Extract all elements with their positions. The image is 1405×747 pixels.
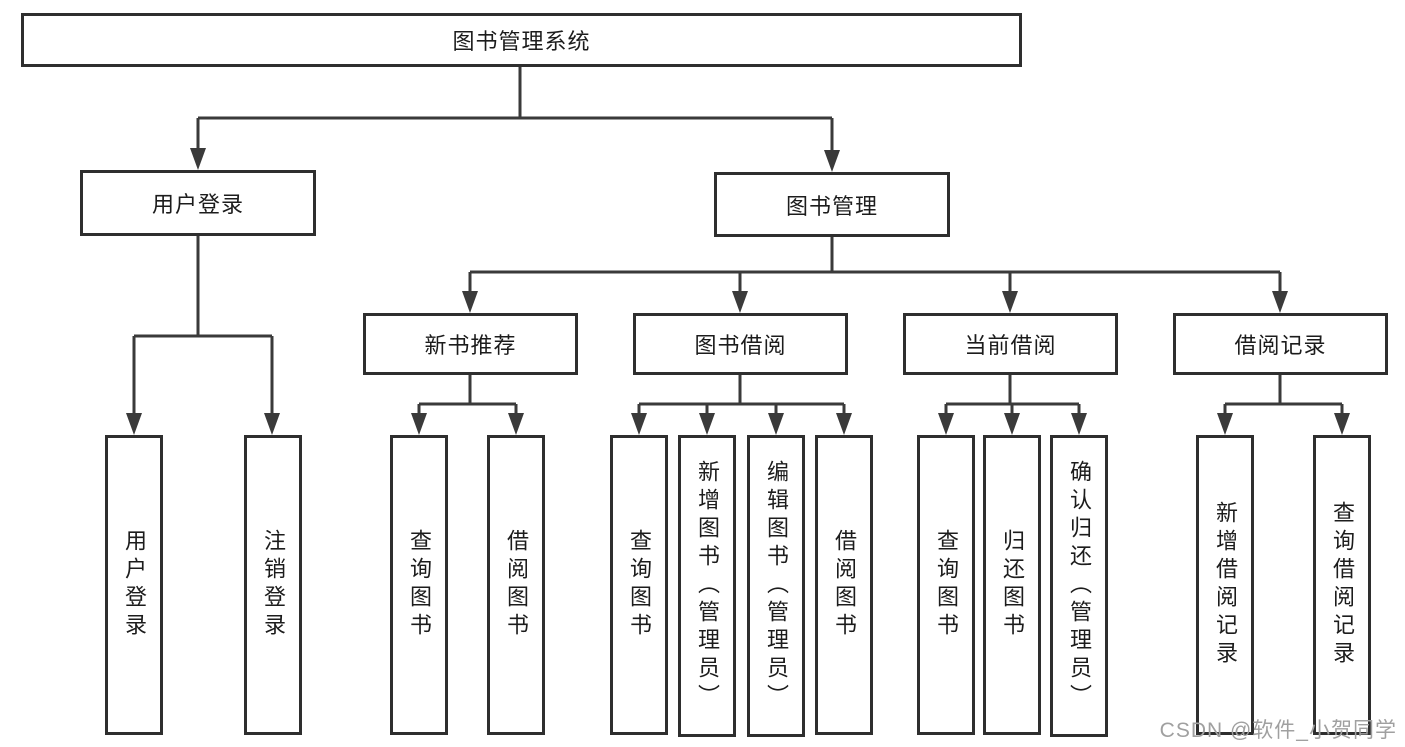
leaf-user-login: 用户登录: [105, 435, 163, 735]
watermark: CSDN @软件_小贺同学: [1159, 719, 1397, 742]
node-new-book-recommend: 新书推荐: [363, 313, 578, 375]
leaf-newbooks-borrow-books: 借阅图书: [487, 435, 545, 735]
leaf-borrowing-query-books: 查询图书: [610, 435, 668, 735]
leaf-newbooks-query-books: 查询图书: [390, 435, 448, 735]
node-user-login-branch: 用户登录: [80, 170, 316, 236]
leaf-records-query-record: 查询借阅记录: [1313, 435, 1371, 735]
leaf-current-query-books: 查询图书: [917, 435, 975, 735]
leaf-borrowing-borrow-books: 借阅图书: [815, 435, 873, 735]
leaf-borrowing-edit-books-admin: 编辑图书（管理员）: [747, 435, 805, 737]
leaf-logout: 注销登录: [244, 435, 302, 735]
leaf-borrowing-add-books-admin: 新增图书（管理员）: [678, 435, 736, 737]
node-borrowing-records: 借阅记录: [1173, 313, 1388, 375]
node-book-borrowing: 图书借阅: [633, 313, 848, 375]
node-book-management-branch: 图书管理: [714, 172, 950, 237]
leaf-current-confirm-return-admin: 确认归还（管理员）: [1050, 435, 1108, 737]
leaf-current-return-books: 归还图书: [983, 435, 1041, 735]
node-current-borrowing: 当前借阅: [903, 313, 1118, 375]
leaf-records-add-record: 新增借阅记录: [1196, 435, 1254, 735]
node-root: 图书管理系统: [21, 13, 1022, 67]
